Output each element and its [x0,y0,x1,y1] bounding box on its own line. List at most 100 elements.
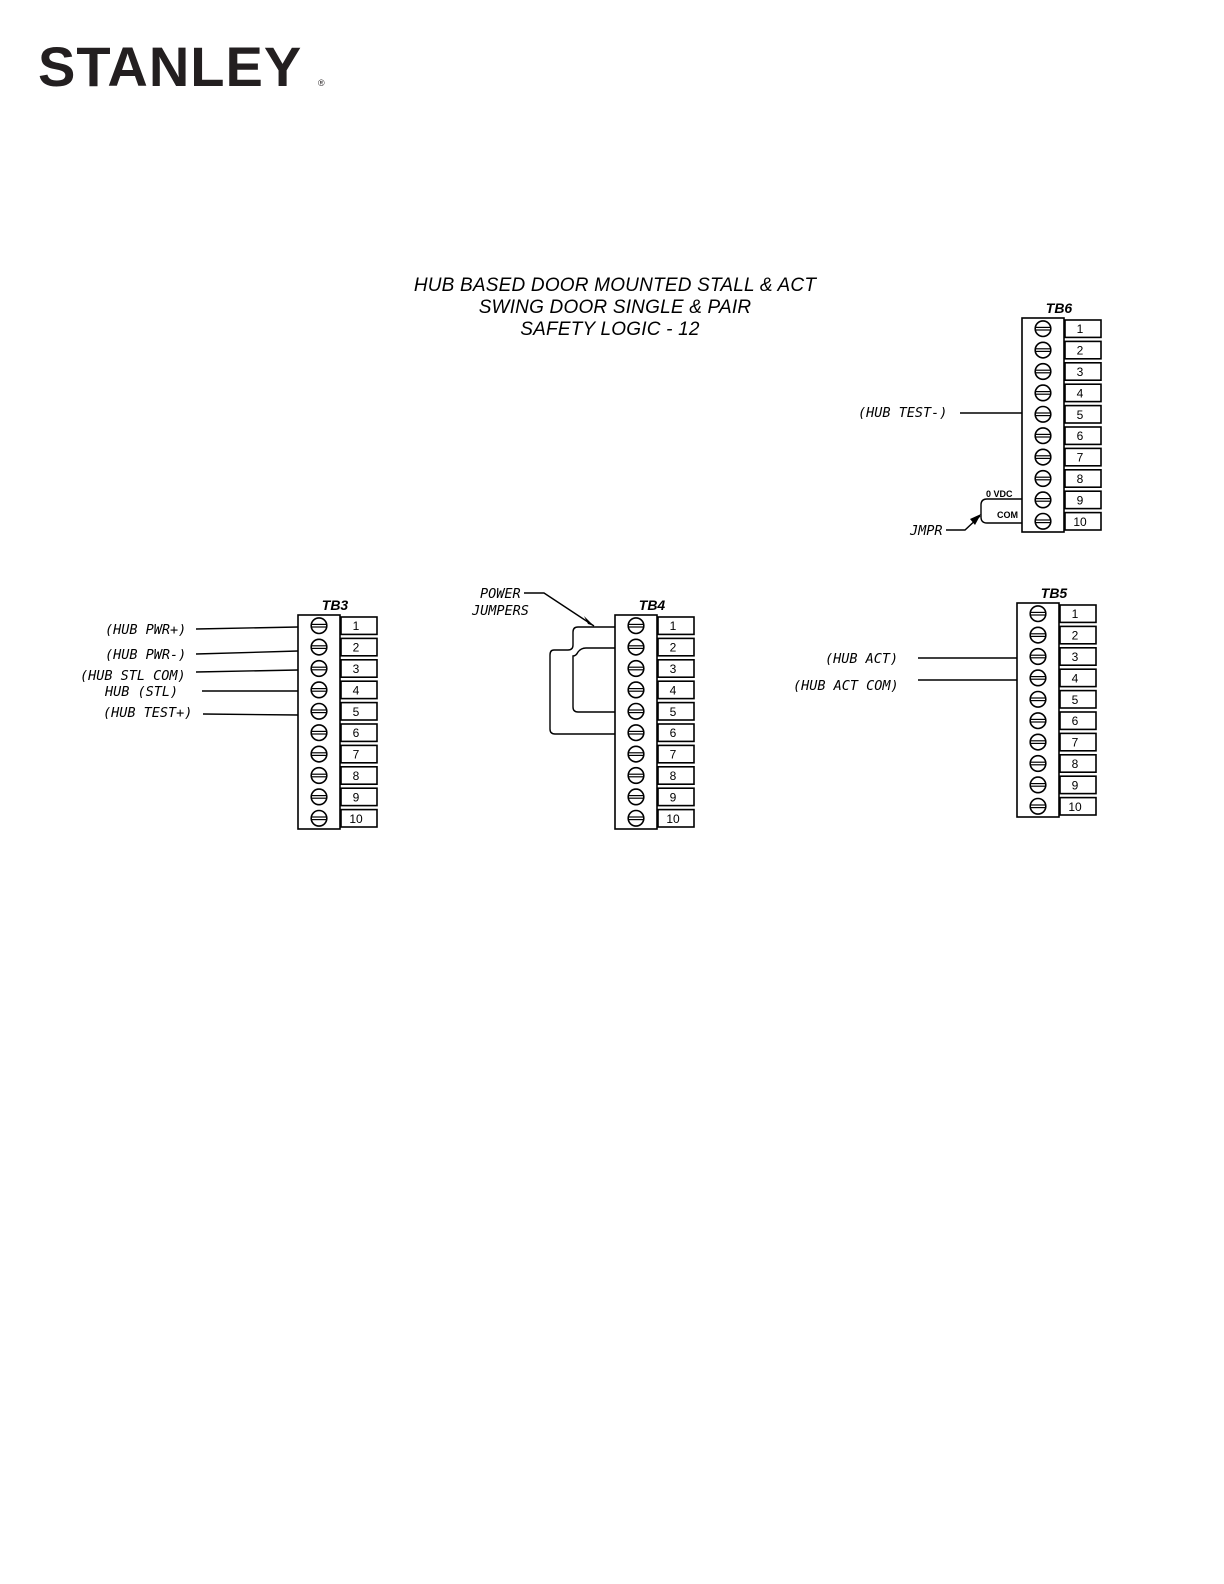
terminal-number: 9 [670,790,677,804]
terminal-number-box [1064,490,1102,510]
terminal-number-box [340,765,378,785]
terminal-screw [627,638,645,656]
title-line-1: HUB BASED DOOR MOUNTED STALL & ACT [414,275,818,296]
terminal-screw [1029,754,1047,773]
tb6-label-hub-test-minus: (HUB TEST-) [858,405,947,421]
terminal-number: 10 [1068,800,1082,814]
terminal-number: 9 [353,790,360,804]
terminal-number: 3 [1077,365,1084,379]
terminal-number: 10 [349,812,363,826]
terminal-screw [627,724,645,742]
terminal-screw [627,745,645,763]
leader-arrowhead [584,616,594,626]
terminal-number-box [340,637,378,657]
terminal-screw [1034,341,1052,359]
tb3-lead-1 [195,626,299,630]
terminal-number-box [1064,340,1102,360]
terminal-number: 2 [1077,344,1084,358]
tb3-label-hub-test-plus: (HUB TEST+) [103,705,192,721]
terminal-number: 2 [353,641,360,655]
terminal-screw [1034,512,1052,530]
terminal-number-box [657,616,695,636]
terminal-number: 1 [1072,607,1079,621]
terminal-number-box [340,744,378,764]
terminal-screw [1034,405,1052,423]
tb3-lead-5 [202,713,299,716]
terminal-number-box [340,787,378,807]
terminal-screw [1034,469,1052,488]
terminal-number: 9 [1077,493,1084,507]
terminal-number: 7 [1072,736,1079,750]
tb3-connections: (HUB PWR+) (HUB PWR-) (HUB STL COM) HUB … [80,622,299,721]
terminal-screw [1034,362,1052,381]
terminal-screw [310,659,328,678]
terminal-screw [1029,797,1047,815]
jmpr-label: JMPR [909,523,943,539]
terminal-number: 8 [353,769,360,783]
terminal-number: 4 [353,683,360,697]
terminal-number-box [1059,753,1097,773]
terminal-number-box [1064,447,1102,467]
terminal-screw [1034,384,1052,402]
power-jumpers-leader [524,592,595,627]
terminal-block-name: TB3 [322,597,349,613]
terminal-number-box [657,680,695,700]
terminal-screw [627,702,645,720]
jumper-wire-outer [549,626,615,735]
terminal-number: 10 [1073,515,1087,529]
terminal-number-box [1059,646,1097,666]
title-line-3: SAFETY LOGIC - 12 [520,319,700,340]
terminal-screw [1029,733,1047,751]
terminal-number-box [1064,468,1102,488]
terminal-screw [310,681,328,699]
terminal-number: 2 [670,641,677,655]
terminal-block-name: TB6 [1046,300,1073,316]
terminal-number-box [1059,604,1097,624]
terminal-screw [627,681,645,699]
terminal-number-box [657,723,695,743]
terminal-screw [1029,626,1047,644]
terminal-screw [310,809,328,827]
tb5-label-hub-act: (HUB ACT) [825,651,898,667]
terminal-number: 3 [1072,650,1079,664]
terminal-number-box [657,765,695,785]
tb3-label-hub-stl-com: (HUB STL COM) [80,668,186,684]
terminal-number: 5 [353,705,360,719]
terminal-screw [1034,491,1052,509]
jmpr-arrowhead [970,514,981,525]
terminal-number: 9 [1072,778,1079,792]
terminal-number-box [657,787,695,807]
terminal-number-box [1064,404,1102,424]
terminal-number: 6 [1077,429,1084,443]
terminal-screw [1034,320,1052,338]
terminal-number-box [1064,361,1102,381]
tb5-label-hub-act-com: (HUB ACT COM) [793,678,899,694]
terminal-number-box [1059,796,1097,816]
terminal-number-box [1064,511,1102,531]
jumper-wire-inner [572,647,615,713]
terminal-number-box [1064,319,1102,339]
terminal-number-box [657,808,695,828]
terminal-screw [310,766,328,785]
tb3-lead-3 [195,669,299,673]
terminal-number: 8 [1072,757,1079,771]
terminal-screw [1029,712,1047,730]
terminal-number: 5 [1077,408,1084,422]
terminal-number: 7 [1077,451,1084,465]
terminal-number: 7 [353,748,360,762]
terminal-number: 1 [1077,322,1084,336]
power-jumpers-label-2: JUMPERS [471,603,529,619]
power-jumpers-label-1: POWER [480,586,521,602]
terminal-number-box [657,701,695,721]
terminal-number: 2 [1072,629,1079,643]
terminal-number-box [340,701,378,721]
terminal-number: 6 [1072,714,1079,728]
tb3-lead-2 [195,650,299,655]
tb3-label-hub-pwr-minus: (HUB PWR-) [105,647,186,663]
terminal-number: 8 [670,769,677,783]
terminal-screw [310,617,328,635]
tb4-power-jumpers: POWER JUMPERS [471,586,615,735]
terminal-number-box [340,723,378,743]
terminal-number: 8 [1077,472,1084,486]
